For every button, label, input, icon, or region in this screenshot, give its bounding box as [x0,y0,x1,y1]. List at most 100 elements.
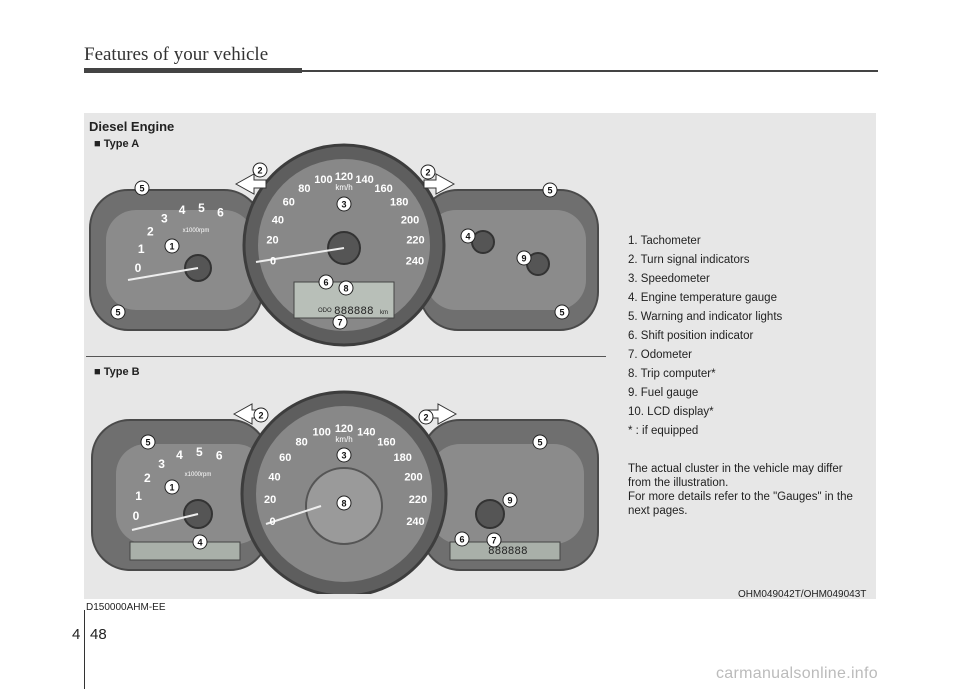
callout-marker [336,447,352,463]
callout-number: 1 [169,483,174,493]
turn-right-arrow-icon [423,173,456,195]
section-number: 4 [72,626,81,643]
note-line: from the illustration. [628,477,729,489]
callout-marker [420,164,436,180]
callout-marker [338,280,354,296]
speedometer-tick-label: 80 [298,183,310,195]
note-line: For more details refer to the "Gauges" i… [628,491,853,503]
callout-number: 6 [323,278,328,288]
note-line: The actual cluster in the vehicle may di… [628,463,843,475]
watermark: carmanualsonline.info [716,665,878,682]
callout-marker [516,250,532,266]
callout-marker [318,274,334,290]
rpm-unit-label: x1000rpm [183,228,210,234]
speedometer-tick-label: 220 [409,494,427,506]
callout-marker [532,434,548,450]
callout-number: 8 [341,499,346,509]
speedometer-tick-label: 180 [394,452,412,464]
page-rule [84,610,85,689]
speedometer-tick-label: 240 [406,516,424,528]
speedometer-tick-label: 0 [269,516,275,528]
legend-item: 6. Shift position indicator [628,330,754,342]
speedometer-tick-label: 180 [390,197,408,209]
rpm-unit-label-b: x1000rpm [185,472,212,478]
callout-marker [110,304,126,320]
legend-item: 8. Trip computer* [628,368,716,380]
callout-marker [454,531,470,547]
legend-item: 3. Speedometer [628,273,710,285]
tachometer-tick-label: 1 [138,242,145,256]
speedometer-tick-label: 20 [266,235,278,247]
callout-number: 9 [507,496,512,506]
callout-number: 5 [547,186,552,196]
tachometer-tick-label: 5 [198,201,205,215]
speedometer-tick-label: 120 [335,171,353,183]
tachometer-tick-label: 4 [176,448,183,462]
header-rule-thin [300,70,878,72]
tachometer-tick-label: 6 [217,205,224,219]
callout-number: 2 [257,166,262,176]
callout-number: 5 [139,184,144,194]
callout-marker [134,180,150,196]
callout-number: 9 [521,254,526,264]
speedometer-tick-label: 160 [374,183,392,195]
speedometer-tick-label: 160 [377,436,395,448]
odo-unit: km [380,310,388,316]
legend-list: 1. Tachometer 2. Turn signal indicators … [628,232,782,441]
tachometer-tick-label: 6 [216,449,223,463]
speedometer-tick-label: 200 [401,215,419,227]
note-line: next pages. [628,505,688,517]
speedometer-tick-label: 60 [279,452,291,464]
tachometer-tick-label: 0 [133,509,140,523]
callout-marker [502,492,518,508]
tachometer-tick-label: 3 [161,211,168,225]
callout-marker [253,407,269,423]
speedometer-tick-label: 100 [313,426,331,438]
callout-marker [332,314,348,330]
callout-number: 5 [145,438,150,448]
speed-unit-label: km/h [335,183,352,192]
callout-number: 7 [491,536,496,546]
legend-item: 10. LCD display* [628,406,714,418]
callout-marker [336,495,352,511]
turn-left-arrow-icon [234,173,267,195]
callout-marker [252,162,268,178]
type-b-label: ■ Type B [94,366,140,378]
callout-marker [418,409,434,425]
callout-number: 2 [425,168,430,178]
callout-number: 7 [337,318,342,328]
page-number: 48 [90,626,107,643]
legend-item: 1. Tachometer [628,235,701,247]
callout-number: 2 [423,413,428,423]
tachometer-tick-label: 1 [135,489,142,503]
callout-number: 2 [258,411,263,421]
callout-marker [486,532,502,548]
callout-number: 4 [197,538,202,548]
callout-number: 5 [559,308,564,318]
callout-marker [542,182,558,198]
odo-label: ODO [318,308,332,314]
speedometer-tick-label: 0 [270,256,276,268]
callout-number: 5 [537,438,542,448]
tachometer-tick-label: 4 [179,203,186,217]
legend-footnote: * : if equipped [628,425,699,437]
doc-code: D150000AHM-EE [86,602,166,613]
tachometer-tick-label: 2 [147,225,154,239]
tachometer-tick-label: 2 [144,471,151,485]
speedometer-tick-label: 240 [406,256,424,268]
callout-marker [164,238,180,254]
callout-number: 5 [115,308,120,318]
tachometer-tick-label: 3 [158,457,165,471]
speedometer-tick-label: 20 [264,494,276,506]
callout-marker [140,434,156,450]
speedometer-tick-label: 200 [404,472,422,484]
speedometer-tick-label: 40 [272,215,284,227]
figure-title: Diesel Engine [89,119,175,134]
callout-marker [554,304,570,320]
callout-marker [192,534,208,550]
callout-number: 8 [343,284,348,294]
legend-item: 2. Turn signal indicators [628,254,750,266]
figure-divider [86,356,606,357]
